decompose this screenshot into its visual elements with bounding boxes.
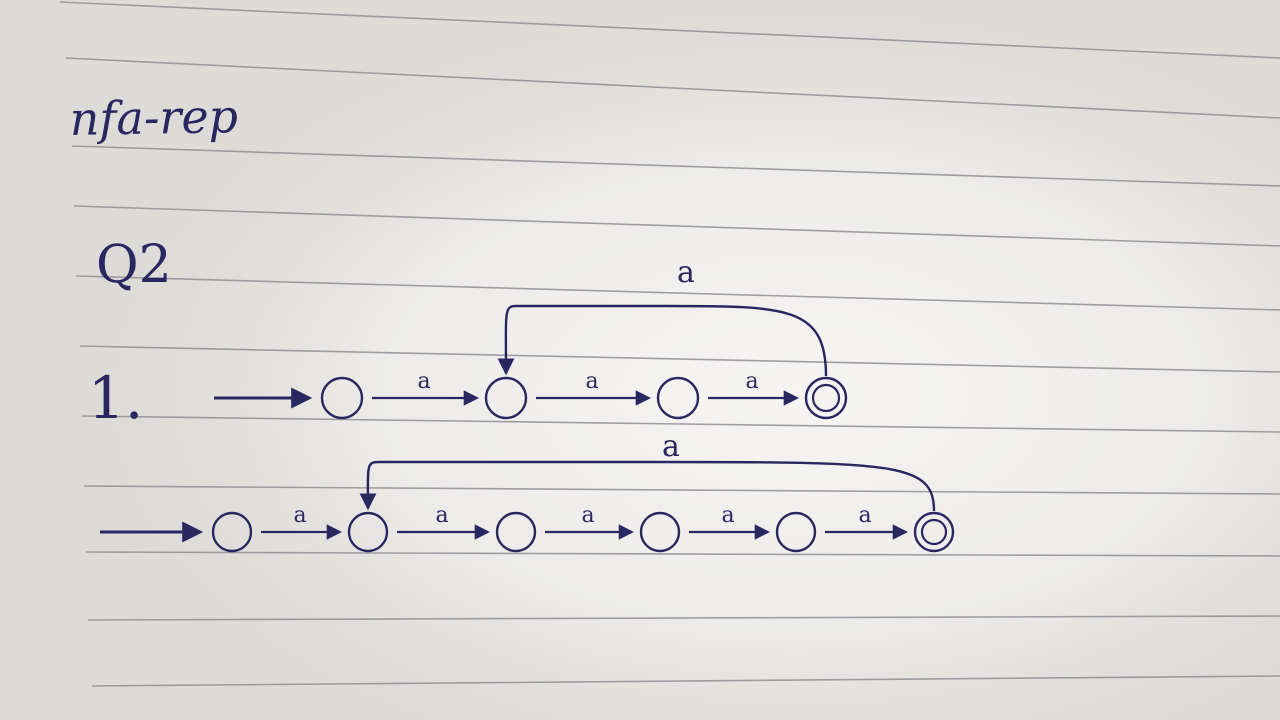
ruled-line xyxy=(87,615,1280,621)
state-circle xyxy=(639,511,681,553)
accept-state-inner-circle xyxy=(920,518,948,546)
transition-label: a xyxy=(721,503,734,528)
automaton-2: a a a a a a xyxy=(100,429,955,553)
ruled-line xyxy=(73,205,1280,247)
state-circle xyxy=(913,511,955,553)
ruled-line xyxy=(79,345,1280,373)
loop-transition-label: a xyxy=(677,255,695,290)
loop-transition-arrow xyxy=(497,304,828,377)
state-circle xyxy=(495,511,537,553)
transition-label: a xyxy=(417,369,430,394)
ruled-lines xyxy=(59,1,1280,687)
ruled-line xyxy=(85,551,1280,557)
question-label: Q2 xyxy=(96,235,172,295)
state-circle xyxy=(347,511,389,553)
page-title: nfa-rep xyxy=(69,89,238,146)
loop-transition-label: a xyxy=(662,429,680,464)
state-circle xyxy=(211,511,253,553)
loop-transition-arrow xyxy=(359,460,936,512)
ruled-line xyxy=(65,57,1280,119)
transition-label: a xyxy=(585,369,598,394)
state-circle xyxy=(775,511,817,553)
transition-label: a xyxy=(858,503,871,528)
state-circle xyxy=(656,376,700,420)
accept-state-inner-circle xyxy=(811,383,841,413)
ruled-line xyxy=(91,675,1280,687)
automaton-1: a a a a xyxy=(214,255,848,420)
transition-label: a xyxy=(581,503,594,528)
ruled-line xyxy=(75,275,1280,311)
state-circle xyxy=(484,376,528,420)
ruled-line xyxy=(83,485,1280,495)
ruled-line xyxy=(81,415,1280,433)
state-circle xyxy=(804,376,848,420)
transition-label: a xyxy=(435,503,448,528)
item-number: 1. xyxy=(88,364,143,432)
ruled-line xyxy=(59,1,1280,59)
transition-label: a xyxy=(745,369,758,394)
transition-label: a xyxy=(293,503,306,528)
ruled-line xyxy=(71,145,1280,187)
state-circle xyxy=(320,376,364,420)
